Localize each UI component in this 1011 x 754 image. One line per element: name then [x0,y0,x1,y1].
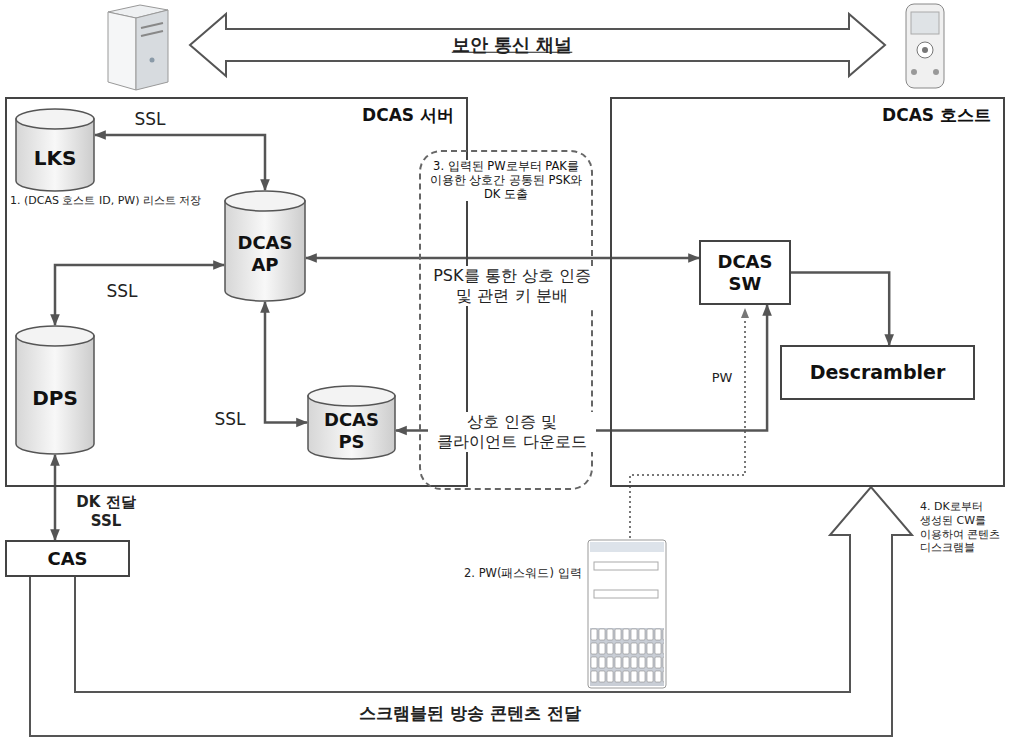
signal-label: PW [710,370,735,386]
cylinder-top [308,386,395,406]
step-note: 2. PW(패스워드) 입력 [462,566,584,580]
server-front [136,10,168,90]
phone-body [906,4,944,88]
cylinder-top [16,109,94,129]
drive-slot [141,31,163,36]
drive-slot [141,23,163,28]
cas-box: CAS [5,540,130,577]
host-container: DCAS 호스트 DCAS SW Descrambler [610,97,1005,487]
dps-server: DPS [15,325,95,455]
connector-label: 상호 인증 및 클라이언트 다운로드 [428,412,596,452]
node-text: DCAS 서버 [362,105,454,125]
secure-channel-arrow [190,14,885,76]
phone-icon [906,4,944,88]
phone-wheel [917,42,933,58]
connector-label: SSL [104,281,139,302]
node-text: LKS [34,146,77,170]
node-text: DCAS AP [228,232,302,275]
server-side [108,12,136,90]
connector-label: 스크램블된 방송 콘텐츠 전달 [357,703,583,724]
node-text: DPS [32,386,78,410]
input-field [594,562,658,570]
keyboard-area [590,628,664,686]
connector [95,135,265,190]
step-note: 4. DK로부터 생성된 CW를 이용하여 콘텐츠 디스크램블 [918,500,1010,555]
cylinder-body [16,119,94,191]
password-input-line [630,309,745,538]
descrambler-box: Descrambler [780,345,975,400]
cylinder-body [16,336,94,454]
connector [791,273,889,346]
software-box: DCAS SW [699,240,791,305]
node-text: DCAS 호스트 [882,105,991,125]
node-text: DCAS PS [311,409,392,452]
power-led [150,58,155,63]
phone-button [933,69,939,75]
phone-button [911,69,917,75]
lks-store: LKS [15,108,95,192]
step-note: 1. (DCAS 호스트 ID, PW) 리스트 저장 [8,194,203,208]
phone-button [922,47,928,53]
input-field [594,590,658,598]
phone-screen [911,12,939,34]
screen-header [590,542,664,552]
connector [54,455,57,540]
server-icon [108,5,168,90]
node-text: Descrambler [810,361,946,384]
connector [265,302,307,423]
cylinder-top [16,326,94,346]
ps-server: DCAS PS [307,385,396,460]
node-text: CAS [47,548,87,570]
cylinder-top [225,191,305,211]
connector-label: SSL [132,109,167,130]
connector [55,265,224,325]
connector-label: PSK를 통한 상호 인증 및 관련 키 분배 [427,266,597,306]
node-text: 3. 입력된 PW로부터 PAK를 이용한 상호간 공통된 PSK와 DK 도출 [427,160,585,201]
ap-server: DCAS AP [224,190,306,302]
channel-label: 보안 통신 채널 [450,34,575,57]
connector-label: SSL [212,409,247,430]
connector [306,257,699,260]
keyboard-keys [590,628,664,684]
connector-label: DK 전달 SSL [71,493,141,531]
broadcast-arrow [30,487,912,736]
node-text: DCAS SW [706,251,784,294]
screen-frame [588,540,666,688]
phone-screenshot [588,540,666,688]
cylinder-body [225,201,305,301]
